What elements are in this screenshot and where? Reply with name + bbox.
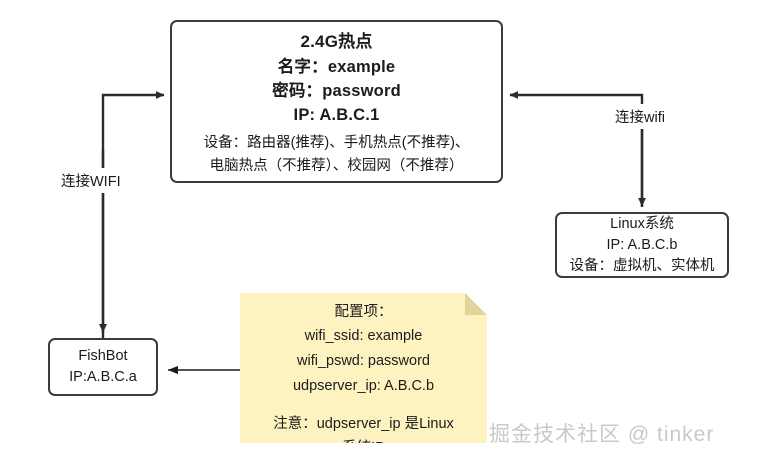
node-linux-system[interactable]: Linux系统 IP: A.B.C.b 设备：虚拟机、实体机 (555, 212, 729, 278)
hotspot-title: 2.4G热点 (300, 32, 373, 51)
edge-label-connect-wifi-right: 连接wifi (612, 104, 668, 129)
edge-fishbot-to-hotspot (101, 91, 165, 338)
note-item-wifi-pswd: wifi_pswd: password (297, 353, 430, 369)
config-sticky-note[interactable]: 配置项： wifi_ssid: example wifi_pswd: passw… (240, 293, 487, 443)
linux-ip-line: IP: A.B.C.b (606, 236, 678, 253)
note-item-udpserver-ip: udpserver_ip: A.B.C.b (292, 378, 435, 394)
edge-label-connect-wifi-left: 连接WIFI (58, 168, 124, 193)
hotspot-ssid-line: 名字：example (277, 58, 396, 76)
linux-title: Linux系统 (610, 215, 674, 232)
note-folded-corner-icon (465, 293, 487, 315)
fishbot-ip-line: IP:A.B.C.a (69, 369, 137, 385)
hotspot-devices-line-1: 设备：路由器(推荐)、手机热点(不推荐)、 (203, 135, 470, 151)
node-fishbot[interactable]: FishBot IP:A.B.C.a (48, 338, 158, 396)
note-warning-line-2: 系统IP (342, 440, 385, 456)
fishbot-title: FishBot (78, 348, 128, 364)
linux-devices-line: 设备：虚拟机、实体机 (569, 257, 715, 274)
hotspot-ip-line: IP: A.B.C.1 (293, 106, 380, 124)
watermark: 掘金技术社区 @ tinker (489, 423, 715, 446)
note-heading: 配置项： (334, 304, 393, 320)
note-item-wifi-ssid: wifi_ssid: example (304, 328, 423, 344)
node-hotspot[interactable]: 2.4G热点 名字：example 密码：password IP: A.B.C.… (170, 20, 503, 183)
note-spacer (246, 399, 481, 412)
hotspot-password-line: 密码：password (272, 82, 401, 100)
hotspot-devices-line-2: 电脑热点（不推荐）、校园网（不推荐） (209, 158, 464, 174)
note-warning-line-1: 注意：udpserver_ip 是Linux (273, 416, 454, 432)
